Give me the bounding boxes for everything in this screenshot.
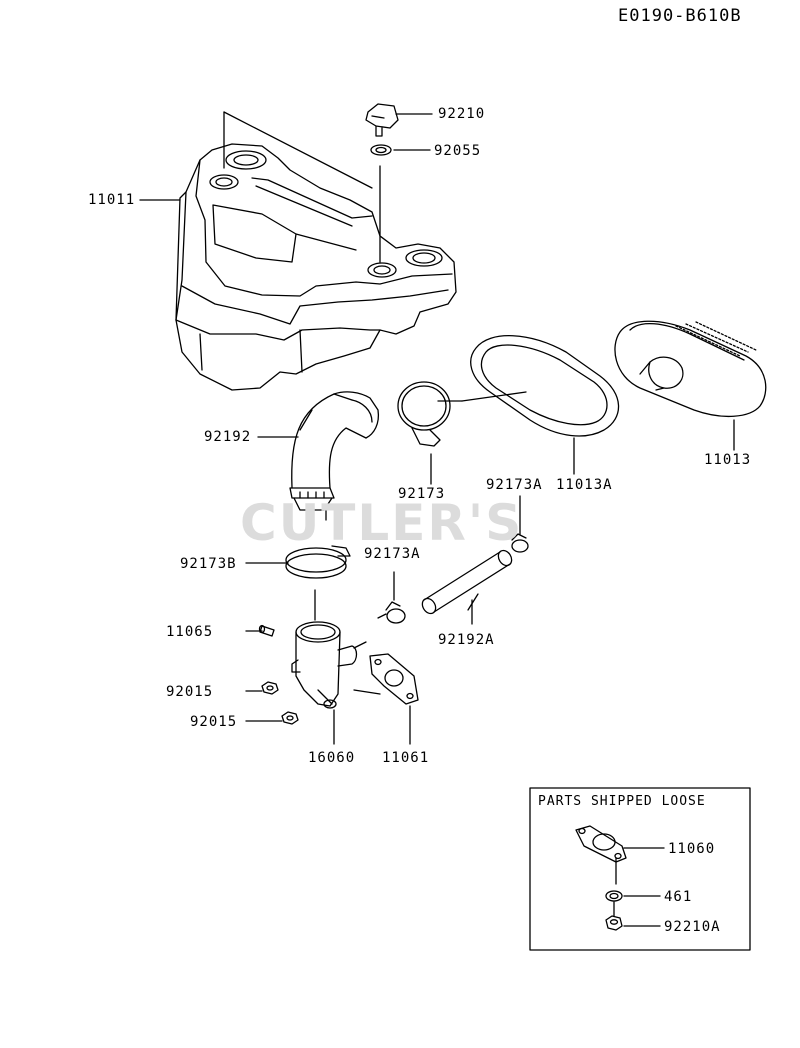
nut-92015-lower xyxy=(281,711,299,725)
label-11061: 11061 xyxy=(382,750,430,766)
gasket-11060 xyxy=(575,825,627,863)
label-92173A-mid: 92173A xyxy=(364,546,421,562)
label-461: 461 xyxy=(664,889,693,905)
leader-lines xyxy=(139,111,735,927)
label-92192: 92192 xyxy=(204,429,252,445)
diagram-code: E0190-B610B xyxy=(618,6,742,26)
label-11011: 11011 xyxy=(88,192,136,208)
label-92210: 92210 xyxy=(438,106,486,122)
label-92173A-top: 92173A xyxy=(486,477,543,493)
label-11060: 11060 xyxy=(668,841,716,857)
label-16060: 16060 xyxy=(308,750,356,766)
label-11013: 11013 xyxy=(704,452,752,468)
element-11013A xyxy=(470,335,620,437)
label-92015-upper: 92015 xyxy=(166,684,214,700)
label-92015-lower: 92015 xyxy=(190,714,238,730)
clamp-92173A-top xyxy=(511,533,529,553)
adapter-16060 xyxy=(291,621,358,709)
clamp-92173B xyxy=(285,545,351,579)
washer-92055 xyxy=(370,144,392,156)
clamp-92173 xyxy=(397,381,451,447)
knob-92210 xyxy=(365,103,399,137)
nut-92210A xyxy=(605,915,623,931)
gasket-11061 xyxy=(369,653,419,705)
cover-11013 xyxy=(614,320,767,418)
clamp-92173A-mid xyxy=(385,601,406,624)
label-11065: 11065 xyxy=(166,624,214,640)
parts-shipped-loose-box xyxy=(529,787,751,951)
watermark: CUTLER'S xyxy=(240,494,524,552)
pin-11065 xyxy=(258,624,275,637)
label-92192A: 92192A xyxy=(438,632,495,648)
loose-box-title: PARTS SHIPPED LOOSE xyxy=(538,794,706,809)
label-92055: 92055 xyxy=(434,143,482,159)
hose-92192A xyxy=(421,549,513,615)
nut-92015-upper xyxy=(261,681,279,695)
air-cleaner-base-housing xyxy=(175,143,457,391)
elbow-hose-92192 xyxy=(289,391,380,511)
washer-461 xyxy=(605,890,623,902)
label-92173: 92173 xyxy=(398,486,446,502)
label-11013A: 11013A xyxy=(556,477,613,493)
label-92173B: 92173B xyxy=(180,556,237,572)
label-92210A: 92210A xyxy=(664,919,721,935)
